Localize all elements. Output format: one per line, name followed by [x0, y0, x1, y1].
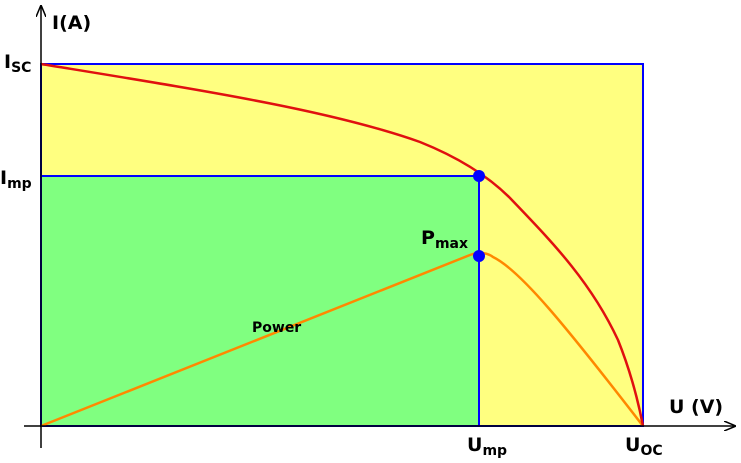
pmax-point-marker	[473, 250, 485, 262]
power-curve-label: Power	[252, 320, 301, 336]
imp-label-main: I	[0, 167, 7, 189]
y-axis-label: I(A)	[52, 12, 91, 34]
imp-label: Imp	[0, 167, 32, 192]
max-power-rectangle	[40, 175, 480, 427]
uoc-label-sub: OC	[640, 443, 662, 458]
uoc-label-main: U	[625, 434, 640, 456]
pmax-label: Pmax	[421, 227, 468, 252]
isc-label: ISC	[4, 51, 31, 76]
imp-label-sub: mp	[7, 176, 32, 192]
max-power-point-marker	[473, 170, 485, 182]
pmax-label-main: P	[421, 227, 435, 249]
pmax-label-sub: max	[435, 236, 468, 252]
ump-label-sub: mp	[482, 443, 507, 458]
isc-label-sub: SC	[11, 60, 31, 76]
isc-label-main: I	[4, 51, 11, 73]
ump-label-main: U	[467, 434, 482, 456]
iv-curve	[40, 62, 645, 427]
uoc-label: UOC	[625, 434, 663, 458]
x-axis-label: U (V)	[669, 396, 723, 418]
ump-label: Ump	[467, 434, 507, 458]
